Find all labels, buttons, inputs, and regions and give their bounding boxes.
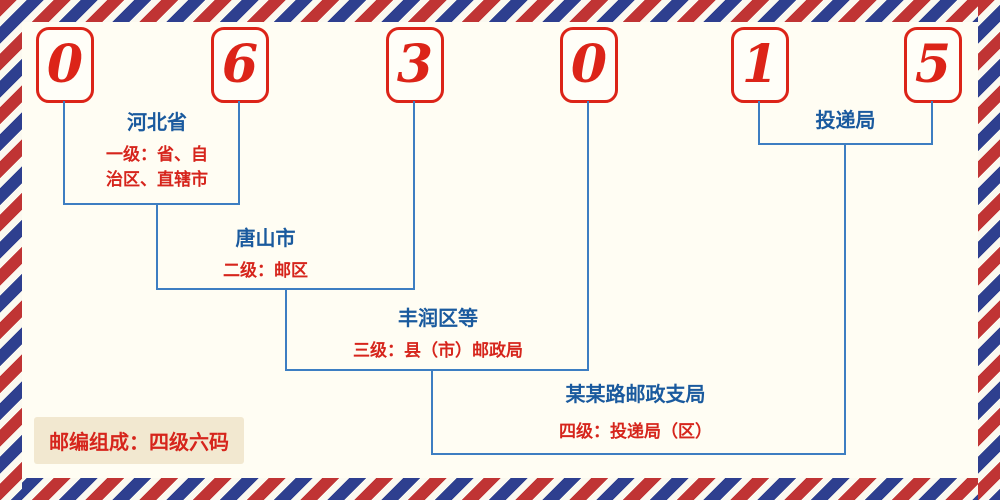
connector-delivery-right (931, 101, 933, 144)
connector-province-bottom (63, 203, 240, 205)
connector-province-right (238, 101, 240, 204)
digit-6: 5 (914, 34, 952, 95)
province-level-desc: 一级：省、自 治区、直辖市 (106, 145, 208, 190)
county-name: 丰润区等 (398, 306, 478, 330)
airmail-border-left (0, 0, 22, 500)
province-name: 河北省 (127, 110, 187, 134)
label-branch: 某某路邮政支局 四级：投递局（区） (483, 382, 788, 445)
connector-district-left (156, 203, 158, 289)
connector-delivery-left (758, 101, 760, 144)
district-name: 唐山市 (235, 226, 296, 250)
digit-box-2: 6 (211, 27, 269, 103)
digit-3: 3 (396, 34, 434, 95)
composition-badge: 邮编组成：四级六码 (34, 417, 244, 464)
digit-box-6: 5 (904, 27, 962, 103)
label-province: 河北省 一级：省、自 治区、直辖市 (72, 110, 242, 192)
label-county: 丰润区等 三级：县（市）邮政局 (293, 306, 583, 364)
branch-name: 某某路邮政支局 (565, 382, 706, 406)
digit-box-1: 0 (36, 27, 94, 103)
delivery-name: 投递局 (815, 108, 876, 132)
connector-branch-left (431, 369, 433, 455)
digit-box-5: 1 (731, 27, 789, 103)
digit-2: 6 (221, 34, 259, 95)
connector-district-right (413, 101, 415, 290)
branch-level-desc: 四级：投递局（区） (559, 422, 712, 442)
connector-branch-bottom (431, 453, 846, 455)
connector-county-bottom (285, 369, 589, 371)
digit-box-3: 3 (386, 27, 444, 103)
district-level-desc: 二级：邮区 (223, 261, 308, 281)
connector-county-right (587, 101, 589, 371)
connector-branch-right (844, 143, 846, 455)
connector-province-left (63, 101, 65, 204)
county-level-desc: 三级：县（市）邮政局 (353, 341, 523, 361)
label-district: 唐山市 二级：邮区 (168, 226, 363, 284)
digit-box-4: 0 (560, 27, 618, 103)
digit-4: 0 (570, 34, 608, 95)
connector-county-left (285, 288, 287, 371)
label-delivery: 投递局 (768, 108, 923, 132)
digit-5: 1 (741, 34, 779, 95)
digit-1: 0 (46, 34, 84, 95)
airmail-border-right (978, 0, 1000, 500)
airmail-border-top (0, 0, 1000, 22)
airmail-border-bottom (0, 478, 1000, 500)
